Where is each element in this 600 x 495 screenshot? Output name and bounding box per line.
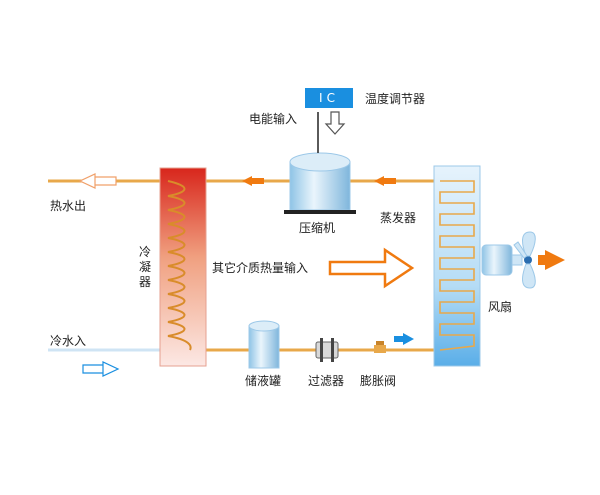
- airflow-arrow: [538, 250, 565, 270]
- compressor-base: [284, 210, 356, 214]
- hot-water-out-arrow: [78, 173, 117, 189]
- compressor: [284, 111, 356, 214]
- condenser-label: 冷凝器: [138, 245, 151, 289]
- refrigerant-flow-arrow-blue: [394, 333, 414, 345]
- fan: [481, 231, 565, 289]
- receiver-tank: [248, 320, 280, 369]
- hot-water-out-label: 热水出: [50, 199, 87, 213]
- condenser: [159, 167, 207, 367]
- fan-label: 风扇: [488, 300, 513, 314]
- evaporator-label: 蒸发器: [380, 211, 417, 225]
- evaporator: [433, 165, 481, 367]
- power-input-label: 电能输入: [249, 112, 298, 126]
- filter: [315, 338, 339, 362]
- ic-chip-box: IC: [305, 88, 353, 108]
- expansion-valve-label: 膨胀阀: [360, 374, 397, 388]
- compressor-label: 压缩机: [299, 221, 336, 235]
- expansion-valve: [374, 341, 386, 353]
- condenser-coil: [167, 180, 192, 351]
- flow-arrow-top-left: [242, 176, 264, 186]
- power-input-arrow: [324, 111, 346, 135]
- receiver-label: 储液罐: [245, 374, 282, 388]
- filter-label: 过滤器: [308, 374, 345, 388]
- cold-water-in-label: 冷水入: [50, 334, 87, 348]
- heat-input-arrow: [328, 247, 415, 289]
- evaporator-coil: [439, 180, 475, 351]
- heat-input-label: 其它介质热量输入: [212, 261, 309, 275]
- flow-arrow-top-right: [374, 176, 396, 186]
- thermostat-label: 温度调节器: [365, 92, 426, 106]
- cold-water-in-arrow: [82, 361, 120, 377]
